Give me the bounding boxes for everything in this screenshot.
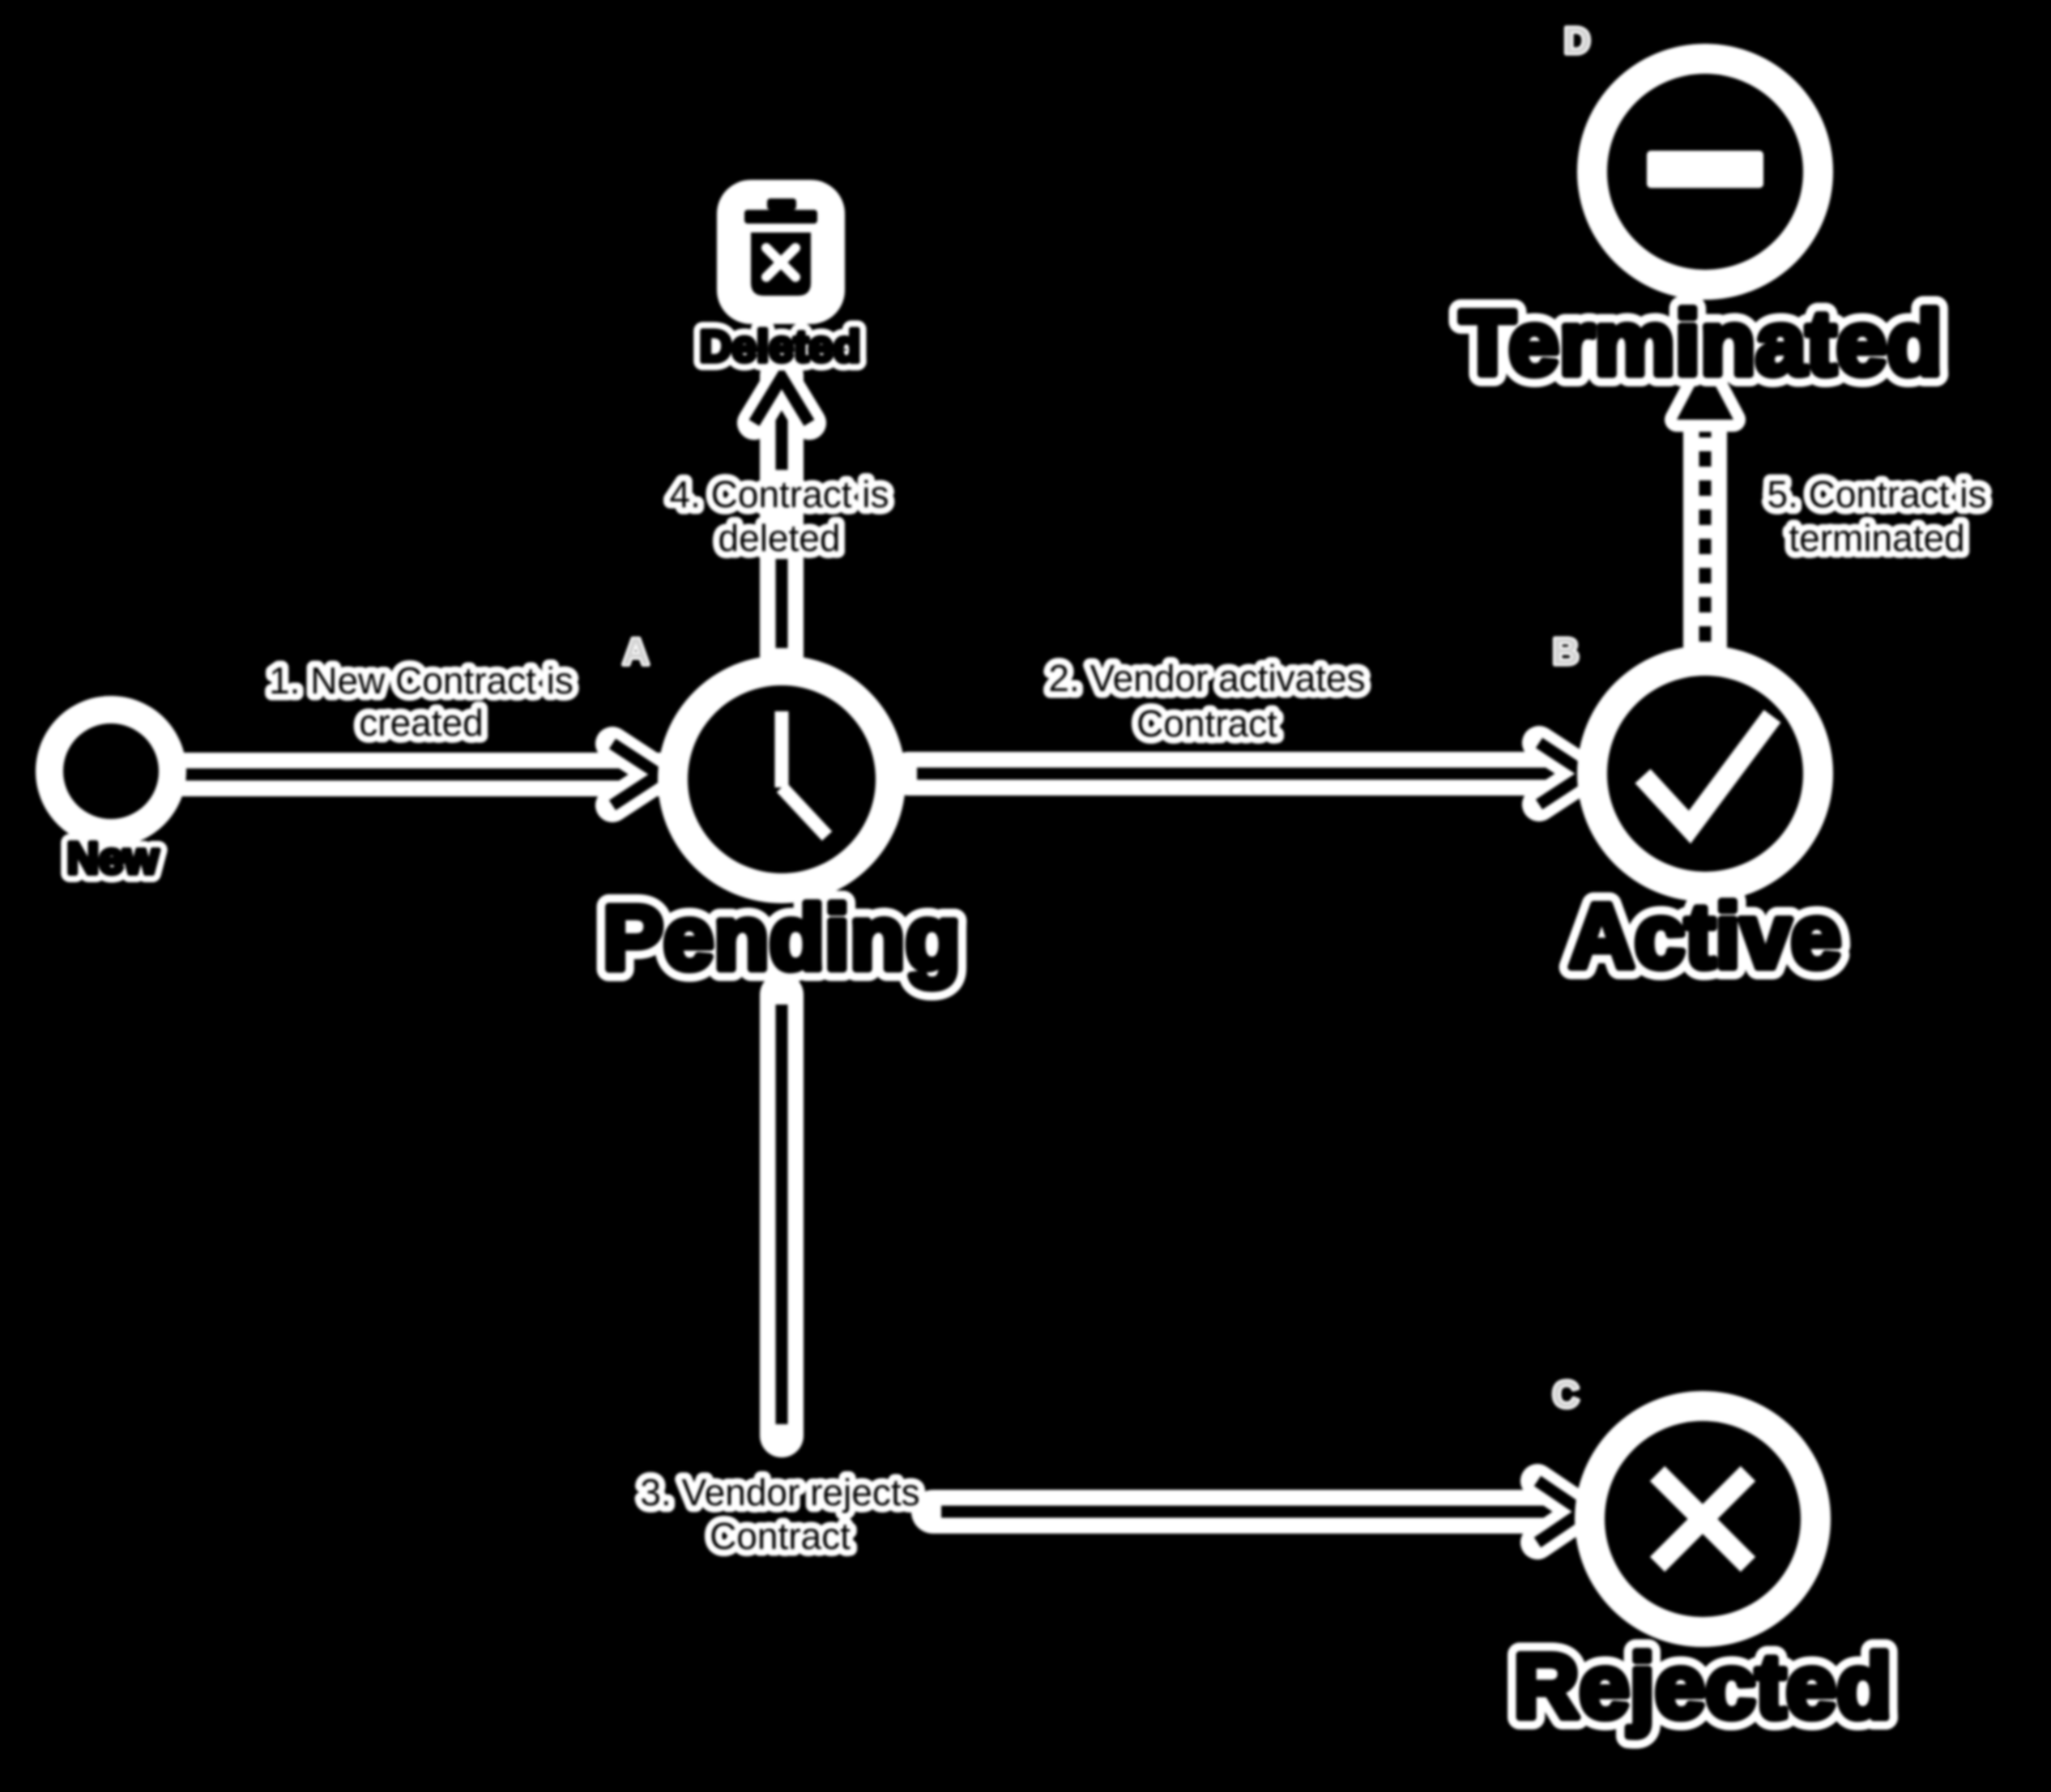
node-active: B Active Active xyxy=(1550,629,1853,1000)
node-label-new: New xyxy=(66,833,158,883)
trash-icon xyxy=(744,198,817,296)
edge-2-label-line2: Contract xyxy=(1136,702,1277,745)
node-label-active: Active xyxy=(1569,885,1841,987)
node-label-new: New xyxy=(66,833,158,883)
arrowhead-up-icon xyxy=(748,365,815,426)
edge-5-label-line1: 5. Contract is xyxy=(1767,473,1987,515)
node-deleted: Deleted Deleted xyxy=(691,180,869,380)
edge-5-label-line2: terminated xyxy=(1789,517,1964,559)
edge-3-label-line2: Contract xyxy=(710,1515,851,1557)
edge-4-label-line2: deleted xyxy=(718,517,841,559)
node-label-pending: Pending xyxy=(603,887,961,988)
node-label-terminated: Terminated xyxy=(1460,292,1942,394)
node-pending: A Pending Pending xyxy=(591,629,973,1001)
node-new: New New xyxy=(36,696,186,892)
edge-1-label-line1: 1. New Contract is xyxy=(269,659,574,702)
edge-active-to-terminated: 5. Contract is terminated xyxy=(1665,354,1993,668)
trash-x-glyph xyxy=(761,243,800,282)
node-label-terminated: Terminated xyxy=(1460,292,1942,394)
cross-icon xyxy=(1649,1466,1756,1572)
marker-letter-b: B xyxy=(1552,630,1579,672)
node-rejected: C Rejected Rejected xyxy=(1502,1372,1904,1750)
clock-icon xyxy=(774,711,833,841)
marker-letter-a: A xyxy=(622,630,649,672)
edge-pending-to-deleted: 4. Contract is deleted xyxy=(663,354,896,676)
minus-icon xyxy=(1647,151,1763,188)
check-icon xyxy=(1635,710,1781,844)
edge-pending-to-rejected: 3. Vendor rejects Contract xyxy=(633,973,1627,1564)
node-label-deleted: Deleted xyxy=(700,321,861,371)
node-label-pending: Pending xyxy=(603,887,961,988)
node-terminated: D Terminated Terminated xyxy=(1448,18,1954,407)
node-label-deleted: Deleted xyxy=(700,321,861,371)
edge-3-label-line1: 3. Vendor rejects xyxy=(640,1471,919,1513)
node-label-active: Active xyxy=(1569,885,1841,987)
edge-1-label-line2: created xyxy=(359,702,483,744)
node-label-rejected: Rejected xyxy=(1514,1636,1892,1737)
node-label-rejected: Rejected xyxy=(1514,1636,1892,1737)
arrowhead-triangle-icon xyxy=(1677,366,1733,420)
marker-letter-c: C xyxy=(1552,1373,1579,1415)
start-dot-icon xyxy=(63,723,159,819)
edge-2-label-line1: 2. Vendor activates xyxy=(1048,657,1365,699)
active-node-circle xyxy=(1607,676,1803,872)
marker-letter-d: D xyxy=(1563,19,1590,62)
edge-pending-to-active: 2. Vendor activates Contract xyxy=(887,651,1626,821)
edge-4-label-line1: 4. Contract is xyxy=(670,473,889,515)
edge-new-to-pending: 1. New Contract is created xyxy=(144,653,686,822)
